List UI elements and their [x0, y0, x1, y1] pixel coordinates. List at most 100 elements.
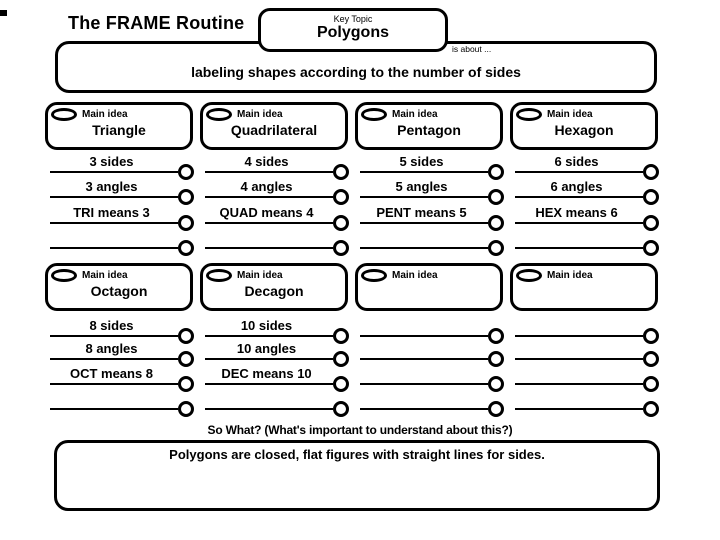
writing-line — [515, 335, 643, 337]
bullet-circle-icon — [333, 215, 349, 231]
bullet-circle-icon — [643, 351, 659, 367]
main-idea-box: Main idea Quadrilateral — [200, 102, 348, 150]
main-idea-value: Octagon — [90, 283, 148, 299]
bullet-circle-icon — [488, 328, 504, 344]
main-idea-header: Main idea — [358, 266, 500, 282]
bullet-circle-icon — [178, 189, 194, 205]
detail-text: 6 angles — [550, 179, 603, 194]
bullet-circle-icon — [643, 401, 659, 417]
key-topic-value: Polygons — [316, 24, 389, 41]
writing-line — [50, 335, 178, 337]
is-about-label: is about ... — [452, 44, 492, 54]
main-idea-label: Main idea — [392, 270, 438, 281]
bullet-circle-icon — [178, 240, 194, 256]
so-what-text: Polygons are closed, flat figures with s… — [169, 447, 545, 462]
detail-text: QUAD means 4 — [219, 205, 314, 220]
oval-bullet-icon — [51, 108, 77, 121]
main-idea-header: Main idea — [203, 266, 345, 282]
scan-artifact — [0, 10, 7, 16]
writing-line — [50, 171, 178, 173]
worksheet-title: The FRAME Routine — [68, 13, 245, 33]
oval-bullet-icon — [206, 108, 232, 121]
detail-text: 4 sides — [244, 154, 289, 169]
main-idea-label: Main idea — [392, 109, 438, 120]
key-topic-box: Key Topic Polygons — [258, 8, 448, 52]
detail-text: TRI means 3 — [73, 205, 150, 220]
writing-line — [515, 196, 643, 198]
main-idea-label: Main idea — [237, 270, 283, 281]
detail-text: 5 angles — [395, 179, 448, 194]
main-idea-header: Main idea — [513, 105, 655, 121]
writing-line — [515, 408, 643, 410]
detail-text: 10 angles — [236, 341, 297, 356]
oval-bullet-icon — [206, 269, 232, 282]
writing-line — [360, 171, 488, 173]
bullet-circle-icon — [488, 376, 504, 392]
detail-text: 4 angles — [240, 179, 293, 194]
detail-text: 8 angles — [85, 341, 138, 356]
bullet-circle-icon — [333, 189, 349, 205]
main-idea-label: Main idea — [82, 109, 128, 120]
writing-line — [205, 335, 333, 337]
writing-line — [360, 247, 488, 249]
writing-line — [50, 383, 178, 385]
writing-line — [360, 335, 488, 337]
writing-line — [205, 196, 333, 198]
main-idea-label: Main idea — [237, 109, 283, 120]
main-idea-value: Hexagon — [554, 122, 614, 138]
bullet-circle-icon — [488, 215, 504, 231]
main-idea-header: Main idea — [48, 105, 190, 121]
bullet-circle-icon — [178, 351, 194, 367]
writing-line — [50, 408, 178, 410]
bullet-circle-icon — [643, 215, 659, 231]
bullet-circle-icon — [643, 189, 659, 205]
writing-line — [205, 222, 333, 224]
bullet-circle-icon — [643, 376, 659, 392]
bullet-circle-icon — [178, 215, 194, 231]
bullet-circle-icon — [488, 164, 504, 180]
main-idea-box: Main idea — [355, 263, 503, 311]
bullet-circle-icon — [178, 401, 194, 417]
main-idea-header: Main idea — [48, 266, 190, 282]
bullet-circle-icon — [333, 401, 349, 417]
main-idea-box: Main idea Decagon — [200, 263, 348, 311]
detail-text: 3 angles — [85, 179, 138, 194]
bullet-circle-icon — [178, 164, 194, 180]
detail-text: HEX means 6 — [535, 205, 618, 220]
detail-text: OCT means 8 — [69, 366, 154, 381]
writing-line — [360, 383, 488, 385]
writing-line — [50, 247, 178, 249]
writing-line — [50, 222, 178, 224]
detail-text: PENT means 5 — [376, 205, 467, 220]
writing-line — [515, 383, 643, 385]
main-idea-label: Main idea — [547, 270, 593, 281]
main-idea-box: Main idea — [510, 263, 658, 311]
main-idea-value: Decagon — [244, 283, 304, 299]
bullet-circle-icon — [643, 328, 659, 344]
detail-text: DEC means 10 — [221, 366, 312, 381]
bullet-circle-icon — [643, 240, 659, 256]
main-idea-value: Triangle — [92, 122, 146, 138]
writing-line — [205, 358, 333, 360]
main-idea-value: Quadrilateral — [230, 122, 318, 138]
bullet-circle-icon — [488, 351, 504, 367]
writing-line — [515, 247, 643, 249]
detail-text: 5 sides — [399, 154, 444, 169]
writing-line — [360, 222, 488, 224]
writing-line — [360, 408, 488, 410]
so-what-box: Polygons are closed, flat figures with s… — [54, 440, 660, 511]
detail-text: 3 sides — [89, 154, 134, 169]
bullet-circle-icon — [488, 240, 504, 256]
main-idea-label: Main idea — [82, 270, 128, 281]
is-about-text: labeling shapes according to the number … — [191, 64, 521, 80]
bullet-circle-icon — [333, 240, 349, 256]
writing-line — [50, 358, 178, 360]
writing-line — [360, 358, 488, 360]
writing-line — [515, 222, 643, 224]
key-topic-label: Key Topic — [333, 14, 373, 24]
writing-line — [205, 408, 333, 410]
writing-line — [515, 171, 643, 173]
main-idea-box: Main idea Hexagon — [510, 102, 658, 150]
bullet-circle-icon — [333, 351, 349, 367]
